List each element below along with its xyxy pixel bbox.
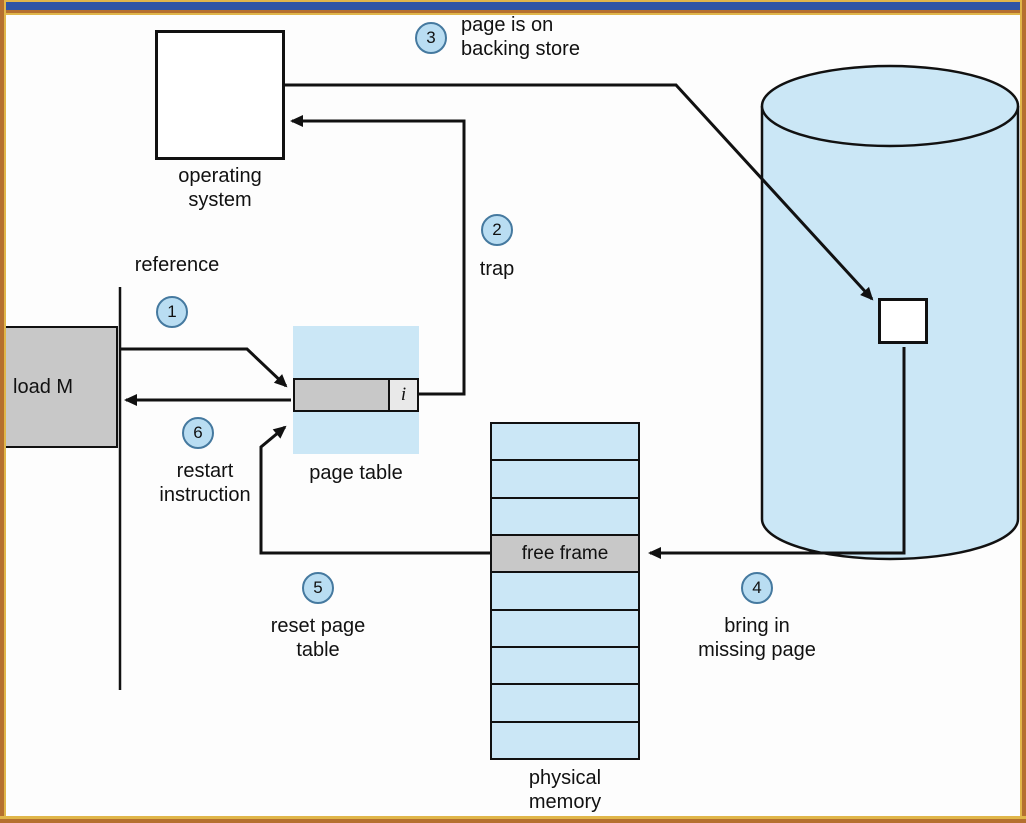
page-on-disk-square — [878, 298, 928, 344]
invalid-bit-cell: i — [388, 380, 417, 410]
step-5-badge: 5 — [302, 572, 334, 604]
page-table-box: i — [293, 326, 419, 454]
memory-frame — [492, 608, 638, 646]
slide-frame-top — [0, 0, 1026, 15]
load-m-box: load M — [0, 326, 118, 448]
memory-frame — [492, 424, 638, 460]
operating-system-label: operating system — [178, 165, 262, 211]
step-4-label: bring in missing page — [698, 615, 816, 661]
memory-frame — [492, 683, 638, 721]
page-table-label: page table — [309, 462, 403, 484]
step-4-badge: 4 — [741, 572, 773, 604]
arrow-bring-in-missing-page — [648, 347, 906, 559]
slide-frame-left — [0, 0, 6, 823]
step-5-label: reset page table — [270, 615, 366, 661]
arrow-page-on-backing-store — [285, 83, 874, 301]
backing-store-cylinder-top — [760, 64, 1020, 148]
memory-frame — [492, 645, 638, 684]
memory-frame — [492, 720, 638, 758]
free-frame: free frame — [492, 533, 638, 572]
slide-frame-bottom — [0, 816, 1026, 823]
page-table-entry-row: i — [293, 378, 419, 412]
step-6-label: restart instruction — [159, 460, 251, 506]
load-m-label: load M — [13, 375, 74, 398]
step-2-label: trap — [479, 258, 515, 280]
arrow-trap — [290, 115, 466, 396]
physical-memory-label: physical memory — [528, 767, 602, 813]
operating-system-box — [155, 30, 285, 160]
step-3-label: page is on backing store — [461, 14, 580, 60]
step-1-badge: 1 — [156, 296, 188, 328]
step-1-label: reference — [134, 254, 220, 276]
step-6-badge: 6 — [182, 417, 214, 449]
memory-frame — [492, 571, 638, 609]
arrow-reset-page-table — [259, 425, 490, 555]
memory-frame — [492, 459, 638, 497]
step-2-badge: 2 — [481, 214, 513, 246]
arrow-reference — [121, 347, 288, 388]
memory-frame — [492, 496, 638, 534]
slide-frame-right — [1020, 0, 1026, 823]
step-3-badge: 3 — [415, 22, 447, 54]
physical-memory-box: free frame — [490, 422, 640, 760]
